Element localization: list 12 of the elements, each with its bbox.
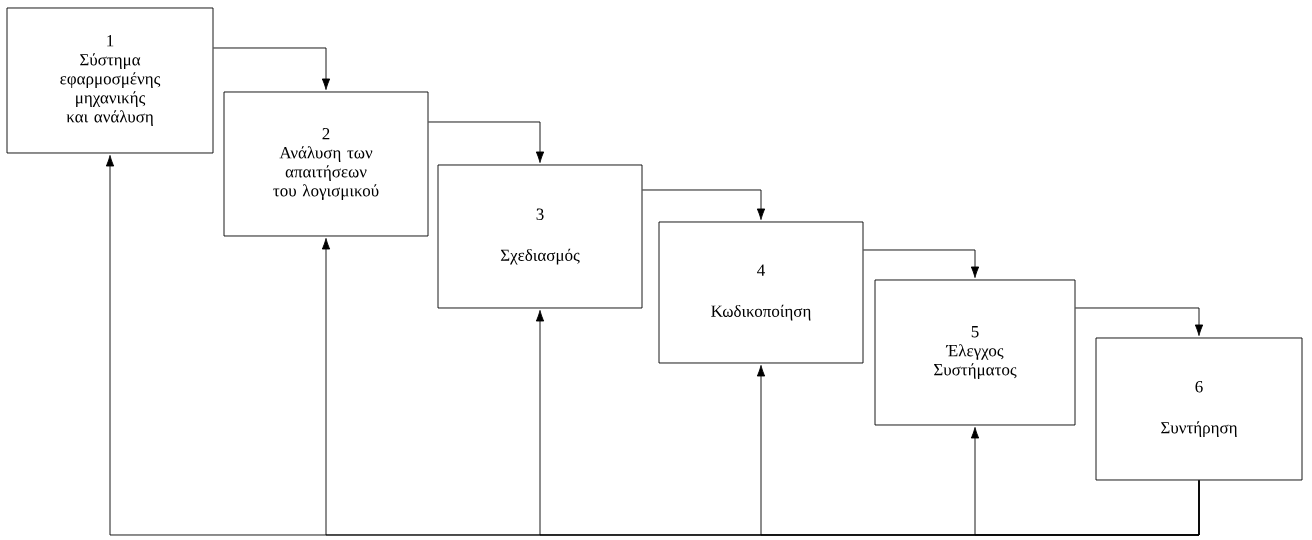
process-box: 6 Συντήρηση	[1095, 337, 1303, 481]
arrow	[1075, 307, 1204, 336]
process-box: 5 Έλεγχος Συστήματος	[874, 279, 1076, 426]
process-box: 1 Σύστημα εφαρμοσμένης μηχανικής και ανάλυση	[6, 7, 214, 154]
process-box: 3 Σχεδιασμός	[437, 164, 643, 309]
arrow	[970, 427, 1200, 536]
process-box: 2 Ανάλυση των απαιτήσεων του λογισμικού	[223, 91, 429, 237]
arrow	[213, 47, 331, 90]
arrow	[428, 121, 545, 163]
arrow	[863, 249, 980, 278]
arrow	[642, 189, 766, 220]
process-box: 4 Κωδικοποίηση	[658, 221, 864, 364]
